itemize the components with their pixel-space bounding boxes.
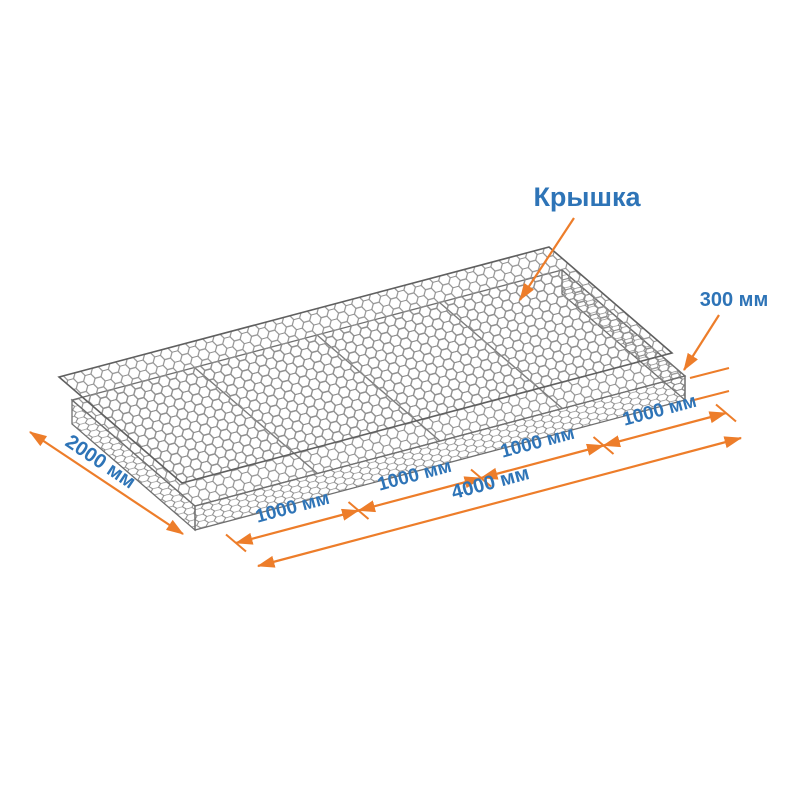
segment-tick bbox=[225, 533, 247, 553]
height-leader-arrow bbox=[683, 314, 720, 371]
height-witness-line bbox=[689, 390, 730, 402]
height-dimension: 300 мм bbox=[683, 289, 769, 402]
lid-callout: Крышка bbox=[519, 182, 642, 301]
segment-tick bbox=[715, 403, 737, 423]
lid-label: Крышка bbox=[533, 182, 641, 212]
height-witness-line bbox=[689, 367, 730, 379]
segment-tick bbox=[347, 501, 370, 520]
lid-leader-arrow bbox=[519, 217, 575, 301]
total-dimension-line bbox=[256, 436, 743, 568]
segment-tick bbox=[592, 436, 615, 455]
height-dimension-label: 300 мм bbox=[700, 289, 769, 311]
width-dimension-line bbox=[29, 431, 184, 535]
